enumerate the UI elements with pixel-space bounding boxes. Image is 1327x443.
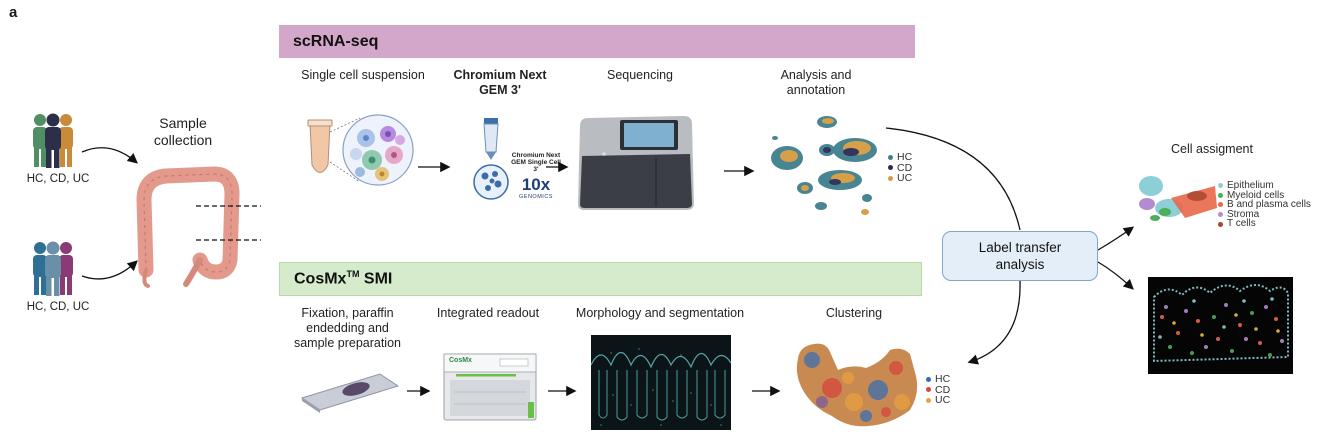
legend-dot-tcells-icon [1218,221,1223,227]
step-chromium-label: Chromium Next GEM 3' [445,68,555,98]
chromium-line1: Chromium Next [453,68,547,82]
legend-label: CD [897,161,913,174]
fixation-line3: sample preparation [293,336,401,350]
legend-dot-epithelium-icon [1218,183,1223,189]
cell-assignment-legend: Epithelium Myeloid cells B and plasma ce… [1218,181,1311,229]
scrna-umap-icon [771,116,877,215]
tissue-slide-icon [300,373,400,413]
cosmx-instrument-icon [443,353,537,421]
scrna-title: scRNA-seq [293,32,379,50]
legend-label: HC [897,151,913,163]
cell-assignment-title: Cell assigment [1171,142,1253,156]
cosmx-title-sup: TM [346,269,360,280]
legend-label: Myeloid cells [1227,189,1285,201]
chip-text-line2: GEM Single Cell [511,159,561,166]
cosmx-title-rest: SMI [359,270,393,288]
legend-label: UC [935,394,951,406]
cosmx-title: CosMxTM SMI [294,269,392,288]
chromium-chip-icon [473,118,509,200]
sample-collection-label: Sample collection [138,115,228,149]
cosmx-banner: CosMxTM SMI [279,262,922,296]
legend-label: T cells [1227,218,1256,230]
chip-text-line3: 3' [533,166,539,173]
legend-label: Epithelium [1227,180,1274,191]
legend-dot-hc-icon [888,154,893,160]
legend-dot-bplasma-icon [1218,202,1223,208]
cosmx-legend: HC CD UC [926,374,950,406]
chip-text-line1: Chromium Next [511,152,561,159]
people-group-top-icon [33,113,73,168]
legend-label: Stroma [1227,208,1260,220]
legend-label: CD [935,383,951,396]
legend-label: HC [935,373,951,385]
morphology-image-icon [590,335,732,430]
sample-collection-line1: Sample [159,115,207,131]
panel-letter: a [9,4,18,21]
legend-dot-cd-icon [888,165,893,171]
sample-collection-line2: collection [153,132,213,148]
clustering-map-icon [796,343,918,427]
label-transfer-line2: analysis [995,257,1045,272]
scrna-legend: HC CD UC [888,152,912,184]
legend-dot-myeloid-icon [1218,192,1223,198]
legend-label: UC [897,172,913,184]
fixation-line2: endedding and [306,321,389,335]
cell-assignment-spatial-icon [1148,277,1293,374]
chromium-line2: GEM 3' [479,83,521,97]
legend-dot-hc-icon [926,376,931,382]
step-analysis-label: Analysis and annotation [762,68,870,98]
label-transfer-box: Label transfer analysis [942,231,1098,281]
step-fixation-label: Fixation, paraffin endedding and sample … [280,306,415,351]
step-suspension-label: Single cell suspension [301,68,425,82]
tenx-sub: GENOMICS [519,194,553,200]
people-group-bottom-icon [33,241,73,296]
legend-dot-uc-icon [888,175,893,181]
cosmx-title-main: CosMx [294,270,347,288]
label-transfer-line1: Label transfer [978,240,1062,255]
cell-suspension-icon [307,114,414,186]
step-readout-label: Integrated readout [436,306,540,320]
fixation-line1: Fixation, paraffin [301,306,394,320]
chip-text: Chromium Next GEM Single Cell 3' [510,152,562,173]
legend-label: B and plasma cells [1227,199,1311,211]
scrna-banner: scRNA-seq [279,25,915,58]
tenx-logo: 10x [521,175,551,194]
analysis-line2: annotation [786,83,846,97]
legend-dot-cd-icon [926,387,931,393]
step-morphology-label: Morphology and segmentation [575,306,745,320]
step-sequencing-label: Sequencing [606,68,674,82]
group-top-label: HC, CD, UC [26,173,90,185]
colon-icon [136,166,261,288]
instrument-brand: CosMx [449,357,472,364]
analysis-line1: Analysis and [780,68,852,82]
legend-dot-uc-icon [926,397,931,403]
legend-dot-stroma-icon [1218,212,1223,218]
cell-assignment-umap-icon [1139,176,1217,221]
step-clustering-label: Clustering [825,306,883,320]
group-bottom-label: HC, CD, UC [26,301,90,313]
sequencer-icon [578,116,694,210]
